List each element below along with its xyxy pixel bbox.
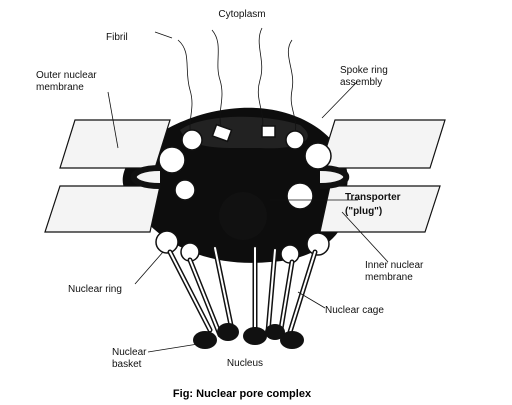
label-outer-nuclear-1: Outer nuclear [36,70,97,81]
fibril-left [177,39,193,141]
label-nucleus: Nucleus [227,358,263,369]
label-transporter-2: ("plug") [345,206,382,217]
spoke-subunit [181,129,203,151]
leader-lines [107,31,389,353]
label-inner-nuclear-2: membrane [365,272,413,283]
spoke-subunit [211,123,233,143]
label-outer-nuclear-2: membrane [36,82,84,93]
outer-nuclear-membrane-right [319,119,446,169]
nuclear-ring [155,230,330,264]
spoke-subunit [286,182,314,210]
label-nuclear-basket-1: Nuclear [112,347,147,358]
figure-caption: Fig: Nuclear pore complex [173,388,312,400]
spoke-subunit [304,142,332,170]
inner-nuclear-membrane-left [44,185,161,233]
pore-edge-left [130,165,161,189]
label-inner-nuclear-1: Inner nuclear [365,260,424,271]
spoke-subunit [285,130,305,150]
label-nuclear-ring: Nuclear ring [68,284,122,295]
spoke-subunit [261,125,276,138]
fibril-center [211,29,223,131]
label-transporter-1: Transporter [345,192,401,203]
basket-filaments-highlight [169,247,316,336]
label-nuclear-basket-2: basket [112,359,142,370]
spoke-subunit [174,179,196,201]
outer-nuclear-membrane-left [59,119,171,169]
pore-dark-smudge [180,116,308,149]
label-spoke-ring-1: Spoke ring [340,65,388,76]
nuclear-basket-ring [193,323,304,349]
transporter-plug [219,192,267,240]
spoke-subunit [158,146,186,174]
label-fibril: Fibril [106,32,128,43]
label-nuclear-cage: Nuclear cage [325,305,384,316]
fibril-right [257,27,264,131]
label-cytoplasm: Cytoplasm [218,9,265,20]
pore-edge-right [319,165,350,189]
label-spoke-ring-2: assembly [340,77,382,88]
spoke-ring-subunits [158,123,332,210]
fibril-far-right [287,39,297,139]
